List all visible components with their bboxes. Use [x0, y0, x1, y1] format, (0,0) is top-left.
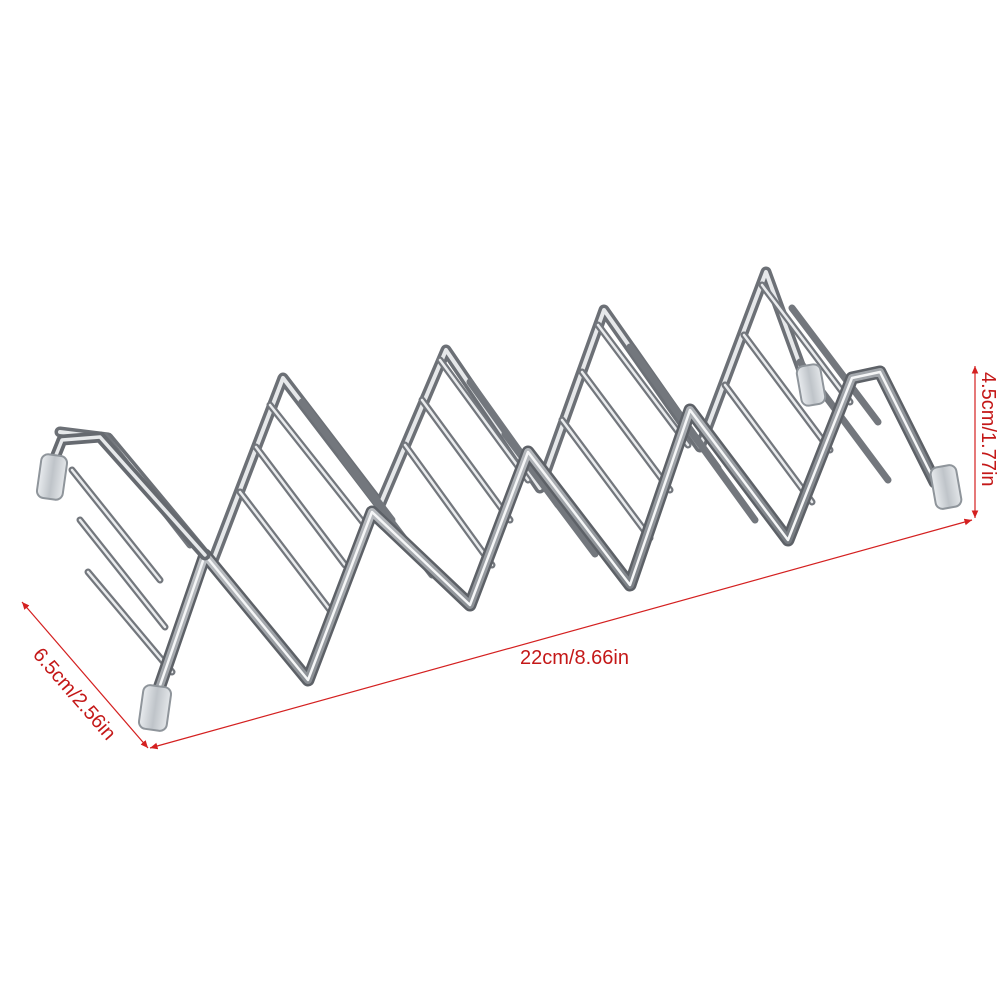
depth-label: 6.5cm/2.56in: [28, 644, 120, 745]
length-label: 22cm/8.66in: [520, 647, 629, 669]
dimension-length: 22cm/8.66in: [149, 518, 973, 750]
rack-cross-bars: [68, 281, 892, 676]
height-label: 4.5cm/1.77in: [977, 372, 999, 487]
dimension-height: 4.5cm/1.77in: [971, 366, 999, 518]
